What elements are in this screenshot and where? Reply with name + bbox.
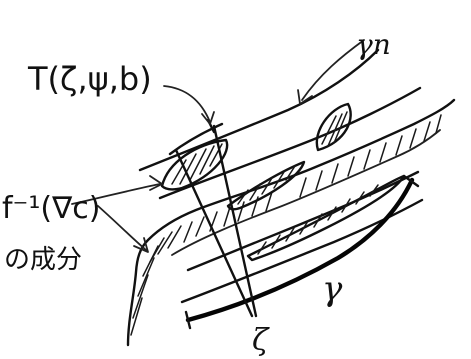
preimage-arrowhead-lower (133, 237, 149, 253)
flow-curve-top (138, 48, 380, 172)
gamma-label: γ (322, 269, 343, 309)
tube-label-arrow (163, 85, 211, 123)
tube-label: T(ζ,ψ,b) (27, 60, 152, 98)
zeta-label: ζ (252, 323, 270, 358)
tube-edge-left (174, 148, 254, 318)
boundary-region-inner-edge (171, 129, 441, 256)
gamma-tick-left (184, 310, 192, 330)
gamma-arc-group (184, 174, 420, 330)
preimage-label: f⁻¹(∇c) (2, 191, 100, 226)
tube-cap (168, 122, 224, 156)
preimage-arrowhead-upper (149, 175, 163, 191)
blob-lower (246, 174, 406, 262)
gamma-tick-right (402, 174, 420, 188)
flow-curve-2 (158, 86, 422, 200)
gamma-n-arrowhead (297, 89, 313, 105)
tube-edge-right (212, 124, 258, 318)
gamma-n-arrow (301, 39, 365, 101)
tube-label-arrowhead (201, 111, 215, 125)
gamma-n-label: γn (356, 28, 391, 61)
preimage-arrow-upper (71, 183, 161, 205)
boundary-region (126, 98, 456, 347)
pointer-arrows (71, 39, 365, 253)
blob-top (315, 102, 352, 152)
gamma-arc (185, 177, 415, 323)
flow-curve-4 (180, 198, 424, 304)
preimage-arrow-lower (97, 205, 147, 251)
boundary-region-edge (126, 98, 456, 347)
preimage-note-label: の成分 (4, 245, 82, 275)
